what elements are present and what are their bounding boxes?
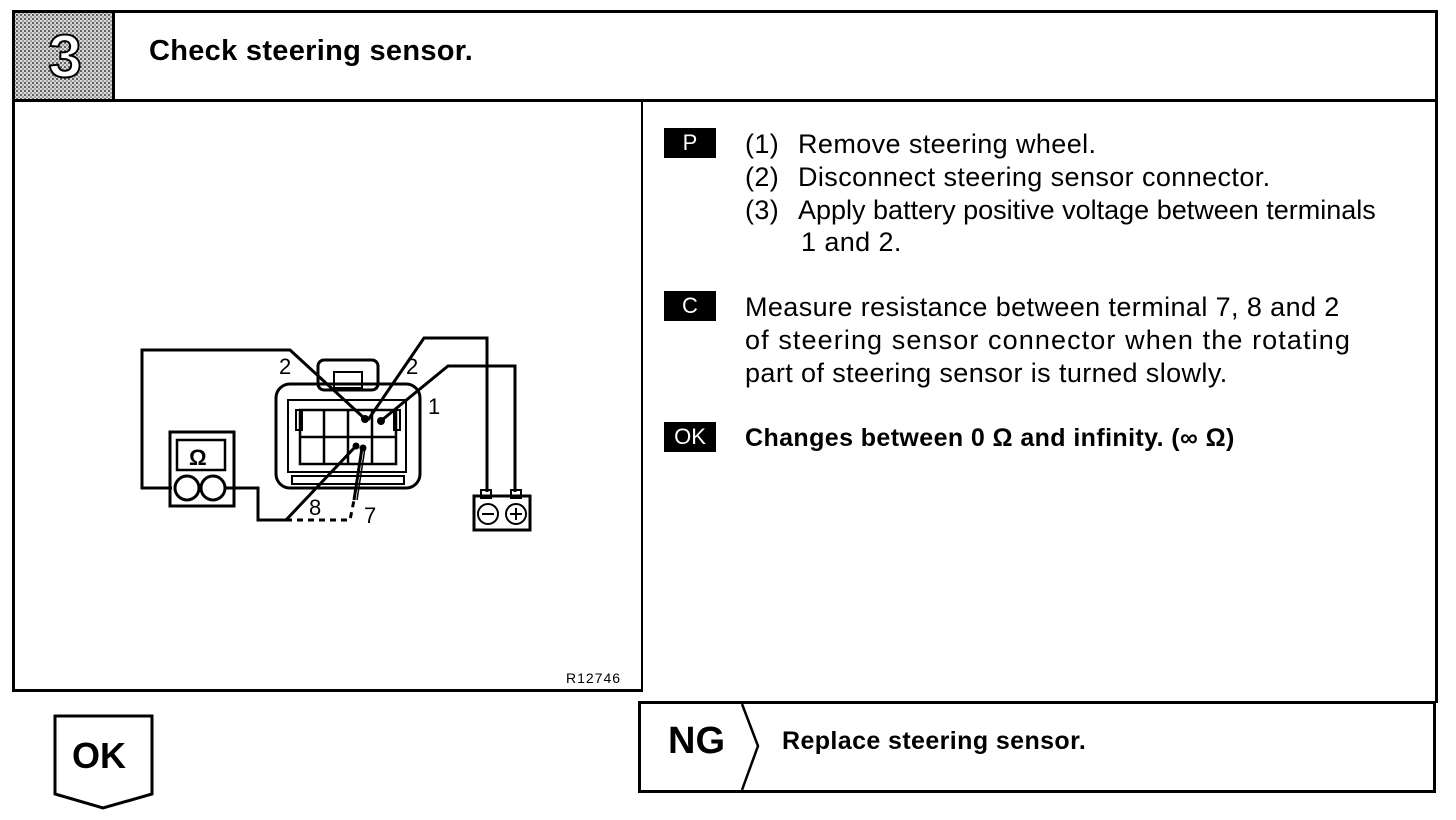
diagram-panel bbox=[12, 99, 643, 692]
figure-code: R12746 bbox=[566, 670, 622, 686]
ohm-symbol: Ω bbox=[189, 445, 207, 470]
check-tag: C bbox=[664, 291, 716, 321]
wire-ohmmeter-to-terminal-2 bbox=[140, 348, 366, 490]
ohmmeter-terminal-left bbox=[173, 474, 201, 502]
ng-chevron bbox=[740, 703, 760, 791]
label-terminal-2-left: 2 bbox=[279, 354, 291, 379]
ok-result-text: Changes between 0 Ω and infinity. (∞ Ω) bbox=[745, 424, 1235, 452]
prep-tag: P bbox=[664, 128, 716, 158]
wire-battery-plus-to-terminal-1 bbox=[381, 364, 517, 492]
instructions-panel bbox=[641, 99, 1438, 703]
step-3-num: (3) bbox=[745, 195, 780, 225]
step-3-text-cont: 1 and 2. bbox=[801, 227, 902, 257]
label-terminal-8: 8 bbox=[309, 495, 321, 520]
step-number: 3 bbox=[47, 22, 82, 91]
label-terminal-2-right: 2 bbox=[406, 354, 418, 379]
label-terminal-7: 7 bbox=[364, 503, 376, 528]
ok-arrow-shape bbox=[53, 714, 154, 810]
step-header: 3 Check steering sensor. bbox=[12, 10, 1438, 102]
wire-dashed-to-terminal-7 bbox=[286, 499, 356, 522]
label-terminal-1: 1 bbox=[428, 394, 440, 419]
check-line-2: of steering sensor connector when the ro… bbox=[745, 325, 1351, 355]
ohmmeter-body bbox=[168, 430, 236, 508]
wire-ohmmeter-to-terminal-8 bbox=[226, 444, 358, 522]
connector-housing bbox=[274, 382, 422, 490]
wire-battery-minus-to-terminal-2 bbox=[366, 336, 489, 492]
ok-label: OK bbox=[72, 735, 126, 776]
step-number-box: 3 bbox=[15, 13, 115, 99]
terminal-grid bbox=[298, 408, 398, 466]
ng-result-box bbox=[638, 701, 1436, 793]
ng-action-text: Replace steering sensor. bbox=[782, 727, 1087, 755]
ok-tag: OK bbox=[664, 422, 716, 452]
step-2-num: (2) bbox=[745, 162, 780, 192]
step-1-text: Remove steering wheel. bbox=[798, 129, 1097, 159]
step-3-text: Apply battery positive voltage between t… bbox=[798, 195, 1376, 225]
ng-label: NG bbox=[668, 720, 725, 762]
battery-body bbox=[472, 494, 532, 532]
check-line-3: part of steering sensor is turned slowly… bbox=[745, 358, 1228, 388]
step-title: Check steering sensor. bbox=[149, 35, 474, 67]
step-1-num: (1) bbox=[745, 129, 780, 159]
ohmmeter-terminal-right bbox=[199, 474, 227, 502]
step-2-text: Disconnect steering sensor connector. bbox=[798, 162, 1271, 192]
check-line-1: Measure resistance between terminal 7, 8… bbox=[745, 292, 1340, 322]
